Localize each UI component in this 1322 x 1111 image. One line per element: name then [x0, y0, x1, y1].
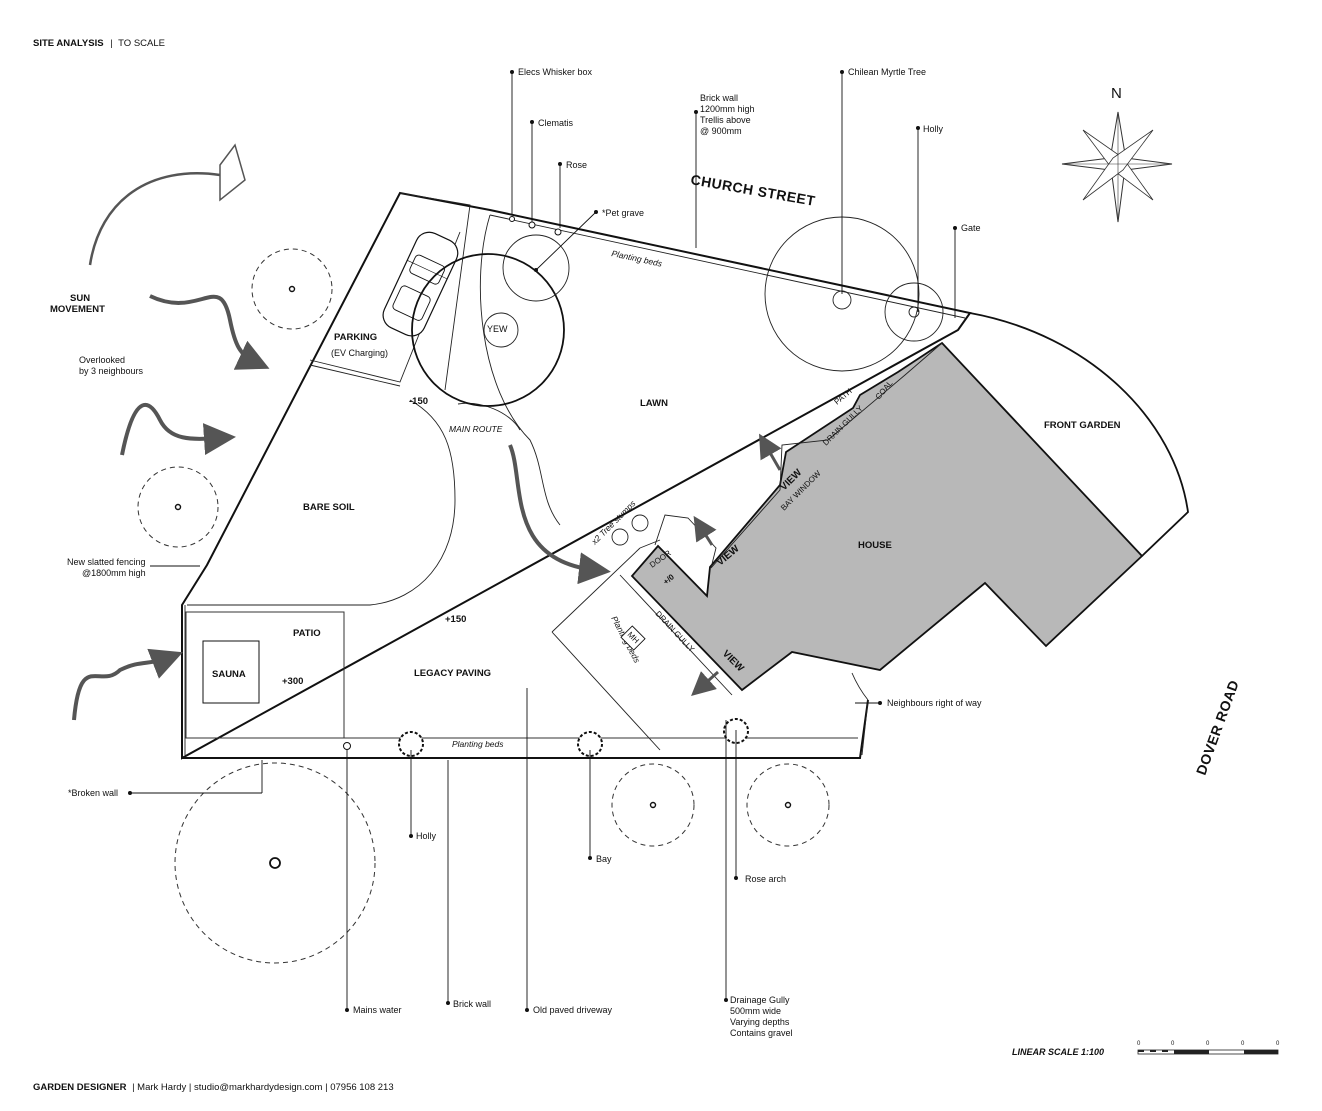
yew-trunk	[483, 312, 519, 348]
leader-lines	[130, 72, 956, 1010]
header-title: SITE ANALYSIS	[33, 38, 104, 49]
site-boundary	[181, 191, 972, 760]
label-new-fencing-1: New slatted fencing	[67, 557, 146, 567]
label-neighbours-right: Neighbours right of way	[887, 698, 982, 708]
header: SITE ANALYSIS | TO SCALE	[33, 38, 165, 49]
front-garden-boundary	[969, 312, 1189, 557]
sun-movement-arrows	[72, 143, 782, 721]
label-brick-wall-top-1: Brick wall	[700, 93, 738, 103]
label-drainage-gully-4: Contains gravel	[730, 1028, 793, 1038]
label-main-route: MAIN ROUTE	[449, 424, 503, 434]
label-movement: MOVEMENT	[50, 304, 105, 315]
label-plus-150: +150	[445, 614, 466, 625]
label-house: HOUSE	[858, 540, 892, 551]
label-yew: YEW	[487, 324, 508, 334]
label-broken-wall: *Broken wall	[68, 788, 118, 798]
shrub-icons	[343, 216, 749, 757]
neighbour-trees	[137, 248, 830, 964]
label-new-fencing-2: @1800mm high	[82, 568, 146, 578]
header-separator: |	[110, 38, 112, 49]
tree-stump-2	[631, 514, 649, 532]
label-drainage-gully-1: Drainage Gully	[730, 995, 790, 1005]
scale-tick-3: 0	[1241, 1041, 1245, 1047]
label-elecs: Elecs Whisker box	[518, 67, 593, 77]
north-label: N	[1111, 85, 1122, 102]
label-bare-soil: BARE SOIL	[303, 502, 355, 513]
yew-canopy	[411, 253, 565, 407]
dover-road-label: DOVER ROAD	[1193, 678, 1242, 777]
label-drainage-gully-2: 500mm wide	[730, 1006, 781, 1016]
scale-tick-0: 0	[1137, 1041, 1141, 1047]
leader-dots	[128, 70, 957, 1012]
label-holly-top: Holly	[923, 124, 944, 134]
pet-grave-circle	[502, 234, 570, 302]
label-minus-150: -150	[409, 396, 428, 407]
scale-label: LINEAR SCALE 1:100	[1012, 1047, 1104, 1057]
label-sun: SUN	[70, 293, 90, 304]
legacy-paving-edge	[551, 631, 661, 751]
label-overlooked-1: Overlooked	[79, 355, 125, 365]
footer-details: | Mark Hardy | studio@markhardydesign.co…	[132, 1082, 394, 1093]
main-route-edge	[479, 214, 561, 526]
label-bay: Bay	[596, 854, 612, 864]
label-clematis: Clematis	[538, 118, 574, 128]
scale-tick-1: 0	[1171, 1041, 1175, 1047]
bare-soil-edge	[187, 399, 456, 606]
label-front-garden: FRONT GARDEN	[1044, 420, 1121, 431]
label-brick-wall-top-4: @ 900mm	[700, 126, 742, 136]
label-parking: PARKING	[334, 332, 377, 343]
holly-top-canopy	[884, 282, 944, 342]
scale-tick-4: 0	[1276, 1041, 1280, 1047]
scale-bar	[1137, 1049, 1279, 1055]
manhole-icon	[620, 625, 646, 651]
scale-tick-2: 0	[1206, 1041, 1210, 1047]
label-patio: PATIO	[293, 628, 321, 639]
house-footprint	[630, 341, 1144, 692]
label-tree-stumps: x2 Tree stumps	[589, 498, 638, 547]
drain-gully-top	[654, 342, 943, 569]
label-rose: Rose	[566, 160, 587, 170]
tree-stump-1	[611, 528, 629, 546]
label-pet-grave: *Pet grave	[602, 208, 644, 218]
label-holly-bottom: Holly	[416, 831, 437, 841]
footer-designer-title: GARDEN DESIGNER	[33, 1082, 127, 1093]
label-overlooked-2: by 3 neighbours	[79, 366, 144, 376]
sauna-building	[202, 640, 260, 704]
header-subtitle: TO SCALE	[118, 38, 165, 49]
label-ev-charging: (EV Charging)	[331, 348, 388, 358]
label-gate: Gate	[961, 223, 981, 233]
label-legacy-paving: LEGACY PAVING	[414, 668, 491, 679]
label-drainage-gully-3: Varying depths	[730, 1017, 790, 1027]
label-lawn: LAWN	[640, 398, 668, 409]
label-brick-wall-top-2: 1200mm high	[700, 104, 755, 114]
label-planting-beds-bottom: Planting beds	[452, 739, 504, 749]
label-rose-arch: Rose arch	[745, 874, 786, 884]
label-brick-wall-bottom: Brick wall	[453, 999, 491, 1009]
church-street-label: CHURCH STREET	[689, 171, 816, 209]
label-chilean-myrtle: Chilean Myrtle Tree	[848, 67, 926, 77]
label-mains-water: Mains water	[353, 1005, 402, 1015]
footer: GARDEN DESIGNER | Mark Hardy | studio@ma…	[33, 1082, 394, 1093]
label-old-driveway: Old paved driveway	[533, 1005, 613, 1015]
car-icon	[382, 231, 459, 337]
label-sauna: SAUNA	[212, 669, 246, 680]
label-brick-wall-top-3: Trellis above	[700, 115, 751, 125]
label-plus-300: +300	[282, 676, 303, 687]
compass-rose-icon	[1061, 111, 1173, 223]
